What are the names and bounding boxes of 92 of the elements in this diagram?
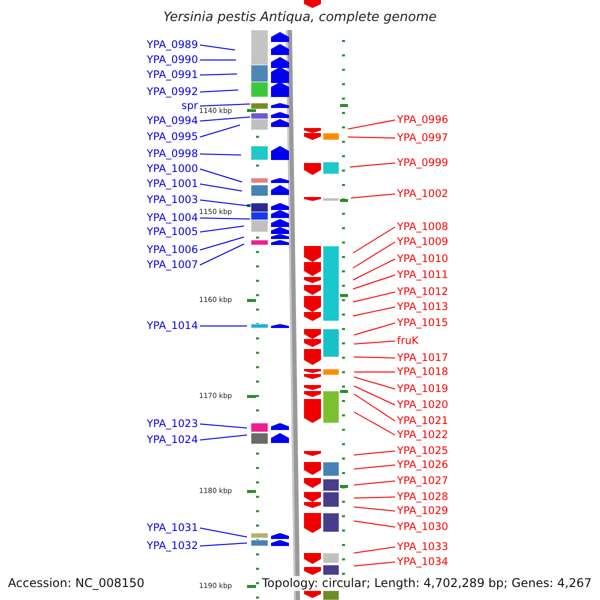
gene-label: YPA_1004 [146,212,198,224]
gene-label: YPA_1013 [397,301,448,313]
gene-label: YPA_1015 [397,317,448,329]
leader-line [354,546,396,554]
gene-label: YPA_1030 [397,521,448,533]
gene-label: YPA_1006 [146,244,198,256]
leader-line [200,104,250,106]
gene-label: YPA_1023 [146,418,198,430]
gene-label: YPA_0998 [146,148,198,160]
leader-line [354,394,396,422]
leader-line [200,244,244,266]
leader-line [200,528,248,538]
gene-label: YPA_1017 [397,352,448,364]
leader-line [352,274,396,290]
gene-label: YPA_1003 [146,194,198,206]
leader-line [200,236,244,250]
gene-label: YPA_1025 [397,445,448,457]
leader-line [354,340,396,344]
leader-line [352,258,396,280]
leader-line [200,124,240,138]
leader-line [200,218,250,220]
gene-label: YPA_0992 [146,86,198,98]
gene-label: YPA_1026 [397,459,448,471]
gene-label: YPA_1000 [146,163,198,175]
gene-label: YPA_0996 [397,114,448,126]
leader-line [354,562,396,566]
gene-label: YPA_1020 [397,399,448,411]
leader-line [354,356,396,358]
gene-label: YPA_0991 [146,69,198,81]
gene-label: YPA_1009 [397,236,448,248]
gene-label: YPA_1033 [397,541,448,553]
leader-line [352,242,396,268]
gene-label: YPA_1008 [397,221,448,233]
accession-text: Accession: NC_008150 [8,576,144,591]
gene-label: YPA_0999 [397,157,448,169]
gene-label: YPA_1002 [397,188,448,200]
gene-label: YPA_1001 [146,178,198,190]
leader-line [200,424,248,428]
leader-line [354,412,396,436]
leader-line [354,450,396,456]
leader-line [354,496,396,498]
leader-line [354,520,396,528]
gene-label: YPA_0990 [146,54,198,66]
gene-label: YPA_1019 [397,383,448,395]
leader-line [200,168,242,182]
map-title: Yersinia pestis Antiqua, complete genome [162,10,438,26]
gene-label: YPA_1010 [397,253,448,265]
gene-label: YPA_0995 [146,131,198,143]
leader-line [354,322,396,336]
leader-line [200,44,236,50]
leader-line [348,136,396,138]
leader-line [200,184,242,192]
leader-line [350,162,396,168]
gene-label: YPA_1034 [397,556,448,568]
leader-line [200,226,244,232]
gene-label: YPA_0997 [397,132,448,144]
genome-summary-text: Topology: circular; Length: 4,702,289 bp; Genes: 4,267 [262,576,592,591]
gene-label: YPA_1031 [146,522,198,534]
leader-line [200,74,238,76]
gene-label: YPA_1027 [397,475,448,487]
gene-label: YPA_1018 [397,366,448,378]
gene-label: YPA_1005 [146,226,198,238]
gene-label: fruK [397,335,419,347]
leader-line [354,376,396,390]
leader-line [200,542,248,546]
leader-line [200,200,250,206]
leader-line [350,194,396,198]
gene-label: YPA_1022 [397,429,448,441]
leader-line [352,306,396,316]
leader-line [200,90,238,92]
leader-line [354,464,396,470]
gene-label: YPA_1024 [146,434,198,446]
gene-label: YPA_1007 [146,259,198,271]
gene-label: YPA_1028 [397,491,448,503]
gene-label: YPA_1011 [397,269,448,281]
leader-line [352,292,396,302]
gene-label: spr [182,100,198,112]
leader-line [354,506,396,512]
leader-line [200,154,242,156]
gene-label: YPA_1014 [146,320,198,332]
leader-line [354,480,396,486]
gene-label: YPA_1029 [397,505,448,517]
gene-label: YPA_1032 [146,540,198,552]
leader-line [200,116,250,122]
gene-label: YPA_0989 [146,39,198,51]
leader-line [354,386,396,406]
gene-label: YPA_1012 [397,286,448,298]
leader-line [200,434,248,440]
leader-line [348,120,396,130]
gene-label: YPA_0994 [146,115,198,127]
gene-label: YPA_1021 [397,415,448,427]
leader-line [352,226,396,254]
